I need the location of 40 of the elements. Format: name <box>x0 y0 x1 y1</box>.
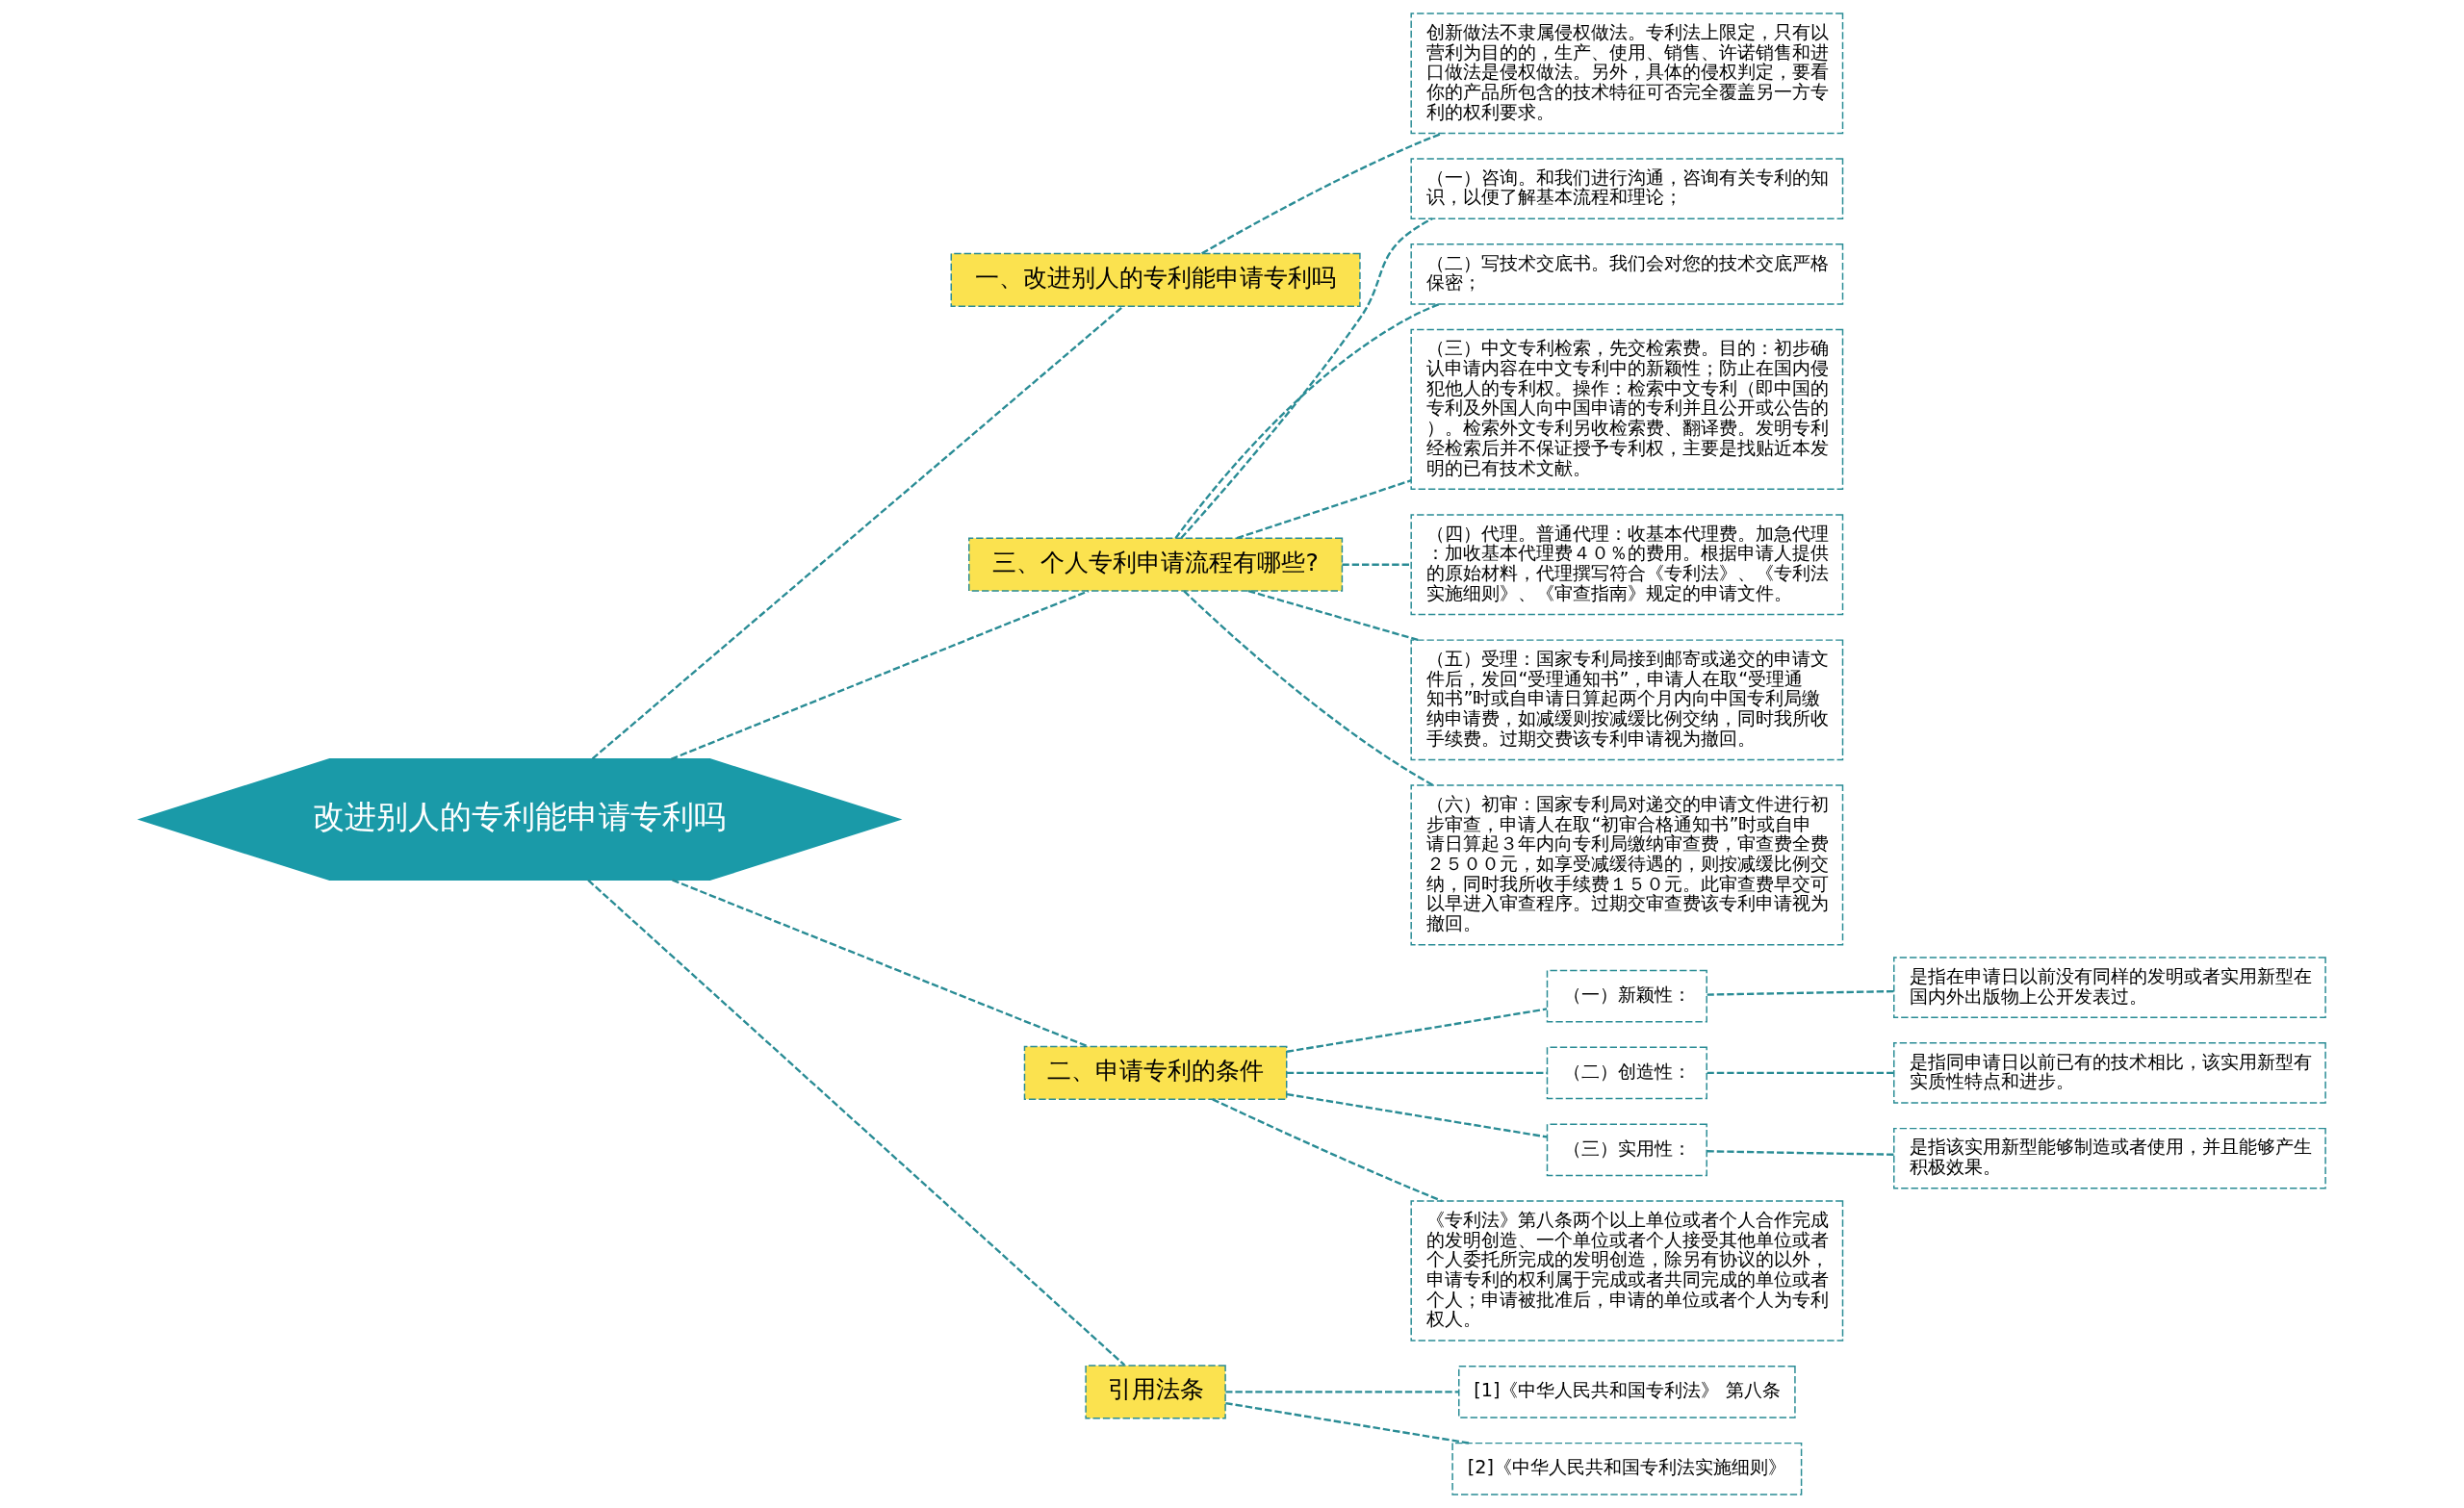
connector <box>1224 1401 1469 1444</box>
connector <box>1179 217 1433 539</box>
node-box: 三、个人专利申请流程有哪些? <box>967 537 1343 592</box>
node-box: 创新做法不隶属侵权做法。专利法上限定，只有以营利为目的的，生产、使用、销售、许诺销售和进口做法是侵权做法。另外，具体的侵权判定，要看你的产品所包含的技术特征可否完全覆盖另一方专利的权利要求。 <box>1409 13 1843 135</box>
connector <box>1707 1071 1894 1075</box>
node-box: （二）写技术交底书。我们会对您的技术交底严格保密； <box>1409 243 1843 305</box>
node-box: （三）实用性： <box>1546 1123 1707 1177</box>
connector <box>1707 989 1894 996</box>
connector <box>1247 590 1418 642</box>
connector <box>586 879 1125 1367</box>
node-box: 是指同申请日以前已有的技术相比，该实用新型有实质性特点和进步。 <box>1892 1042 2326 1104</box>
node-box: 二、申请专利的条件 <box>1023 1045 1287 1101</box>
node-box: （三）中文专利检索，先交检索费。目的：初步确认申请内容在中文专利中的新颖性；防止在国内侵犯他人的专利权。操作：检索中文专利（即中国的专利及外国人向中国申请的专利并且公开或公告的）。检索外文专利另收检索费、翻译费。发明专利经检索后并不保证授予专利权，主要是找贴近本发明的已有技术文献。 <box>1409 328 1843 491</box>
node-box: [2]《中华人民共和国专利法实施细则》 <box>1450 1442 1802 1495</box>
node-box: 一、改进别人的专利能申请专利吗 <box>950 252 1361 307</box>
connector <box>1211 1098 1443 1203</box>
node-box: （四）代理。普通代理：收基本代理费。加急代理：加收基本代理费４０％的费用。根据申请人提供的原始材料，代理撰写符合《专利法》、《专利法实施细则》、《审查指南》规定的申请文件。 <box>1409 514 1843 616</box>
node-box: 是指在申请日以前没有同样的发明或者实用新型在国内外出版物上公开发表过。 <box>1892 957 2326 1018</box>
connector <box>1286 1092 1547 1138</box>
node-box: （二）创造性： <box>1546 1046 1707 1100</box>
connector <box>1173 302 1440 540</box>
connector <box>1707 1150 1894 1156</box>
node-box: [1]《中华人民共和国专利法》 第八条 <box>1457 1366 1796 1419</box>
connector <box>1286 1008 1547 1053</box>
connector <box>1182 590 1434 786</box>
connector <box>1286 1071 1547 1075</box>
connector <box>1341 563 1411 566</box>
connector <box>1224 1391 1458 1393</box>
node-box: （六）初审：国家专利局对递交的申请文件进行初步审查，申请人在取“初审合格通知书”时或自申请日算起３年内向专利局缴纳审查费，审查费全费２５００元，如享受减缓待遇的，则按减缓比例交纳，同时我所收手续费１５０元。此审查费早交可以早进入审查程序。过期交审查费该专利申请视为撤回。 <box>1409 784 1843 946</box>
node-box: （一）咨询。和我们进行沟通，咨询有关专利的知识，以便了解基本流程和理论； <box>1409 158 1843 219</box>
connector <box>671 879 1089 1048</box>
connector <box>591 305 1123 760</box>
connector <box>670 590 1089 760</box>
node-box: （一）新颖性： <box>1546 969 1707 1023</box>
node-box: 是指该实用新型能够制造或者使用，并且能够产生积极效果。 <box>1892 1127 2326 1189</box>
node-box: （五）受理：国家专利局接到邮寄或递交的申请文件后，发回“受理通知书”，申请人在取“受理通知书”时或自申请日算起两个月内向中国专利局缴纳申请费，如减缓则按减缓比例交纳，同时我所收手续费。过期交费该专利申请视为撤回。 <box>1409 639 1843 761</box>
node-box: 引用法条 <box>1084 1365 1226 1419</box>
connector <box>1236 479 1412 540</box>
connector <box>1200 132 1443 255</box>
node-box: 《专利法》第八条两个以上单位或者个人合作完成的发明创造、一个单位或者个人接受其他单位或者个人委托所完成的发明创造，除另有协议的以外，申请专利的权利属于完成或者共同完成的单位或者个人；申请被批准后，申请的单位或者个人为专利权人。 <box>1409 1200 1843 1342</box>
